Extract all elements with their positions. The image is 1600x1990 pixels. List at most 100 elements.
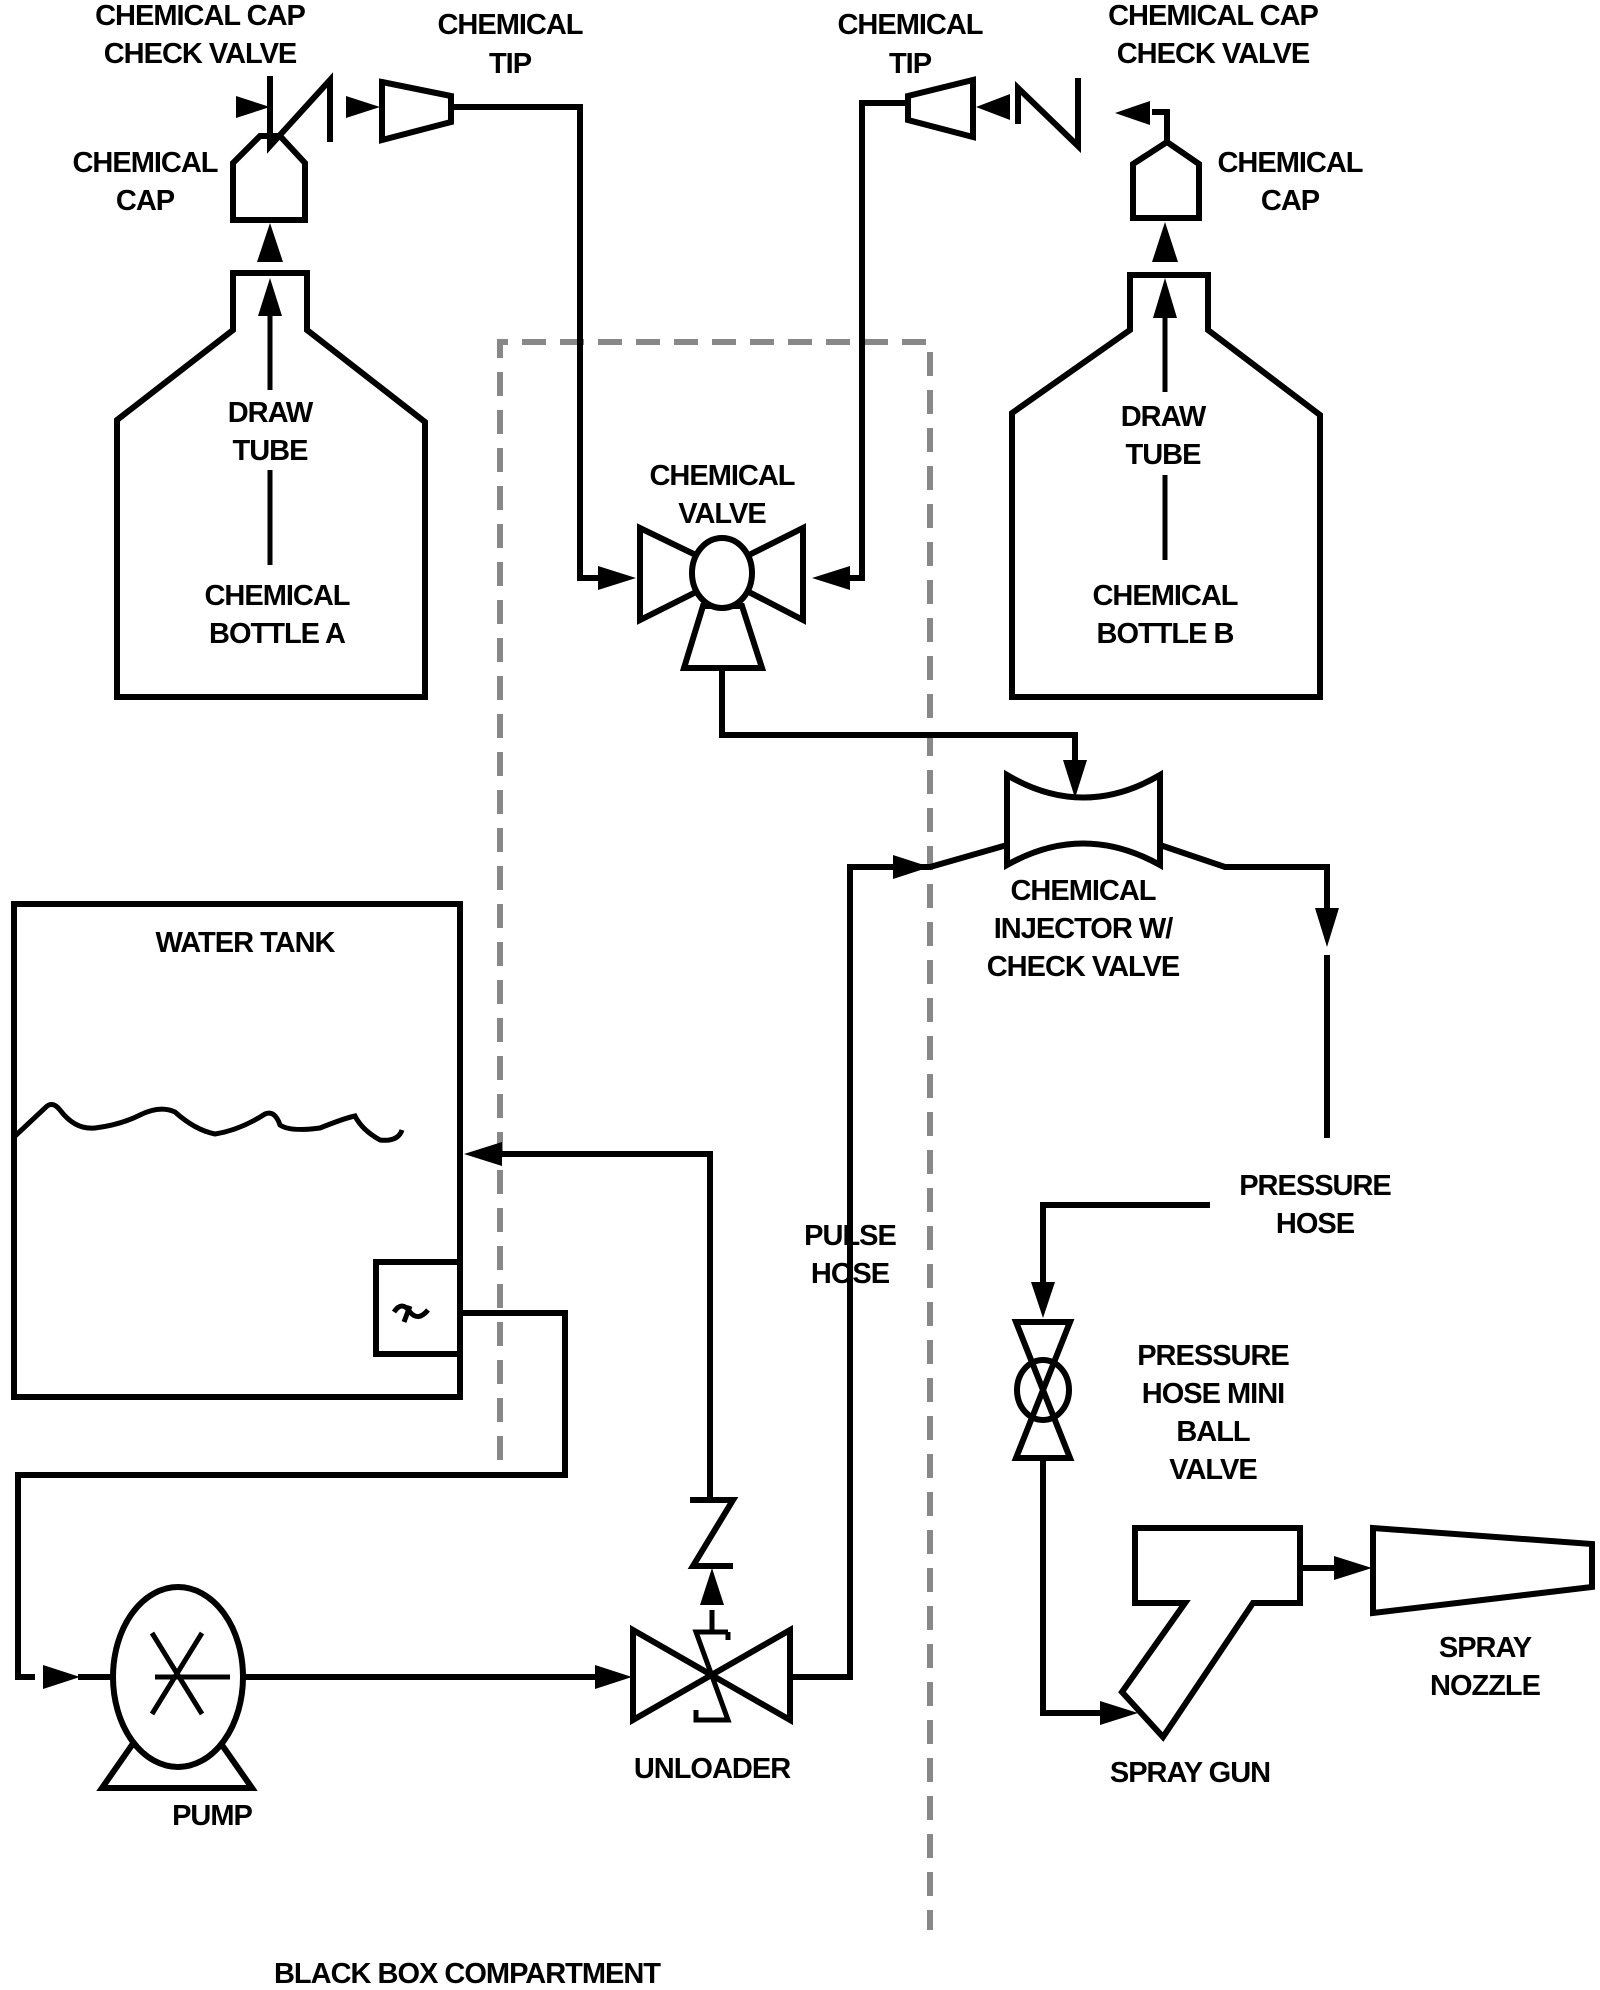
svg-text:BALL: BALL — [1176, 1416, 1250, 1448]
line-unloader-to-pulse-hose — [790, 1670, 853, 1680]
svg-text:DRAW: DRAW — [1121, 401, 1207, 433]
svg-text:PRESSURE: PRESSURE — [1137, 1340, 1289, 1372]
label-chemical-cap-a: CHEMICAL CAP — [72, 147, 218, 217]
line-injector-to-pressure-hose — [1159, 842, 1330, 910]
svg-text:CHEMICAL: CHEMICAL — [1217, 147, 1362, 179]
water-strainer — [373, 1259, 463, 1357]
label-cap-check-valve-a: CHEMICAL CAP CHECK VALVE — [95, 0, 306, 70]
label-injector: CHEMICAL INJECTOR W/ CHECK VALVE — [987, 875, 1181, 983]
valve-right-inlet-arrow — [812, 566, 850, 590]
line-tip-a-to-valve — [451, 104, 600, 581]
svg-text:HOSE: HOSE — [1276, 1208, 1355, 1240]
svg-text:CHEMICAL CAP: CHEMICAL CAP — [1108, 0, 1318, 32]
svg-text:VALVE: VALVE — [1169, 1454, 1257, 1486]
line-valve-to-injector — [719, 670, 1078, 762]
svg-text:CHEMICAL: CHEMICAL — [437, 9, 582, 41]
svg-text:PULSE: PULSE — [804, 1220, 896, 1252]
black-box-compartment-boundary — [497, 339, 933, 1930]
label-spray-nozzle: SPRAY NOZZLE — [1430, 1632, 1542, 1702]
unloader-bypass-arrow — [700, 1568, 724, 1605]
draw-tube-a-arrow — [258, 278, 282, 316]
svg-text:CHECK VALVE: CHECK VALVE — [104, 38, 297, 70]
label-chemical-tip-b: CHEMICAL TIP — [837, 9, 983, 80]
svg-text:CHEMICAL CAP: CHEMICAL CAP — [95, 0, 305, 32]
water-level-wave — [12, 1102, 405, 1143]
svg-text:CHEMICAL: CHEMICAL — [649, 460, 794, 492]
mini-ball-valve — [1011, 1319, 1075, 1461]
label-draw-tube-a: DRAW TUBE — [228, 397, 315, 467]
chemical-injector — [1004, 769, 1163, 871]
label-pressure-hose: PRESSURE HOSE — [1239, 1170, 1392, 1240]
svg-text:TUBE: TUBE — [1126, 439, 1202, 471]
label-cap-check-valve-b: CHEMICAL CAP CHECK VALVE — [1108, 0, 1319, 70]
cap-a-arrow — [257, 223, 283, 262]
cap-b-arrow — [1152, 222, 1178, 262]
water-tank — [11, 901, 463, 1400]
svg-text:HOSE: HOSE — [811, 1258, 890, 1290]
spray-gun-inlet-arrow — [1100, 1701, 1138, 1725]
label-spray-gun: SPRAY GUN — [1110, 1757, 1270, 1789]
cap-check-valve-a — [236, 72, 333, 154]
label-ball-valve: PRESSURE HOSE MINI BALL VALVE — [1137, 1340, 1290, 1486]
svg-text:SPRAY: SPRAY — [1439, 1632, 1532, 1664]
svg-text:TUBE: TUBE — [233, 435, 309, 467]
svg-text:VALVE: VALVE — [678, 498, 766, 530]
svg-text:CHEMICAL: CHEMICAL — [837, 9, 982, 41]
unloader-inlet-arrow — [595, 1665, 632, 1689]
line-pulse-to-injector — [847, 842, 1008, 1672]
svg-text:BOTTLE A: BOTTLE A — [209, 618, 346, 650]
svg-text:DRAW: DRAW — [228, 397, 314, 429]
svg-text:INJECTOR W/: INJECTOR W/ — [994, 913, 1174, 945]
injector-water-inlet-arrow — [893, 855, 930, 879]
label-water-tank: WATER TANK — [155, 927, 335, 959]
line-tank-to-pump — [15, 1310, 568, 1680]
chemical-tip-a — [346, 78, 454, 144]
chemical-tip-b — [905, 76, 1010, 141]
tank-return-arrow — [464, 1142, 502, 1166]
ball-valve-inlet-arrow — [1031, 1282, 1055, 1318]
label-chemical-tip-a: CHEMICAL TIP — [437, 9, 583, 80]
spray-nozzle — [1370, 1524, 1595, 1617]
chemical-valve — [637, 523, 806, 671]
svg-text:CHEMICAL: CHEMICAL — [1010, 875, 1155, 907]
label-bottle-b: CHEMICAL BOTTLE B — [1092, 580, 1238, 650]
svg-text:CHEMICAL: CHEMICAL — [1092, 580, 1237, 612]
chemical-bottle-a — [114, 270, 428, 700]
line-ball-valve-to-gun — [1040, 1460, 1105, 1716]
label-black-box-compartment: BLACK BOX COMPARTMENT — [274, 1958, 661, 1990]
label-bottle-a: CHEMICAL BOTTLE A — [204, 580, 350, 650]
svg-text:CAP: CAP — [1261, 185, 1320, 217]
nozzle-inlet-arrow — [1334, 1556, 1372, 1580]
pressure-hose-arrow — [1315, 908, 1339, 947]
valve-left-inlet-arrow — [598, 566, 636, 590]
line-tip-b-to-valve — [848, 100, 908, 581]
pump — [96, 1584, 258, 1791]
label-chemical-valve: CHEMICAL VALVE — [649, 460, 795, 530]
label-pump: PUMP — [172, 1800, 252, 1832]
draw-tube-b-arrow — [1153, 278, 1177, 318]
chemical-bottle-b — [1009, 272, 1323, 700]
line-unloader-bypass-to-tank — [500, 1151, 713, 1500]
svg-text:CAP: CAP — [116, 185, 175, 217]
svg-text:BOTTLE B: BOTTLE B — [1097, 618, 1234, 650]
svg-text:CHECK VALVE: CHECK VALVE — [1117, 38, 1310, 70]
chemical-cap-b — [1130, 138, 1202, 262]
svg-text:CHEMICAL: CHEMICAL — [204, 580, 349, 612]
line-pressure-hose-to-ball-valve — [1040, 1202, 1210, 1285]
bypass-check-valve — [687, 1497, 739, 1569]
svg-text:CHEMICAL: CHEMICAL — [72, 147, 217, 179]
unloader-valve — [630, 1497, 793, 1726]
svg-text:TIP: TIP — [489, 48, 532, 80]
svg-text:NOZZLE: NOZZLE — [1430, 1670, 1541, 1702]
svg-text:HOSE MINI: HOSE MINI — [1142, 1378, 1284, 1410]
label-draw-tube-b: DRAW TUBE — [1121, 401, 1208, 471]
cap-check-valve-b — [1015, 78, 1170, 154]
label-pulse-hose: PULSE HOSE — [804, 1220, 897, 1290]
svg-text:PRESSURE: PRESSURE — [1239, 1170, 1391, 1202]
label-chemical-cap-b: CHEMICAL CAP — [1217, 147, 1363, 217]
spray-gun — [1118, 1525, 1303, 1742]
chemical-cap-a — [230, 133, 308, 262]
injector-inlet-arrow — [1063, 760, 1087, 798]
pump-inlet-arrow — [43, 1665, 80, 1689]
